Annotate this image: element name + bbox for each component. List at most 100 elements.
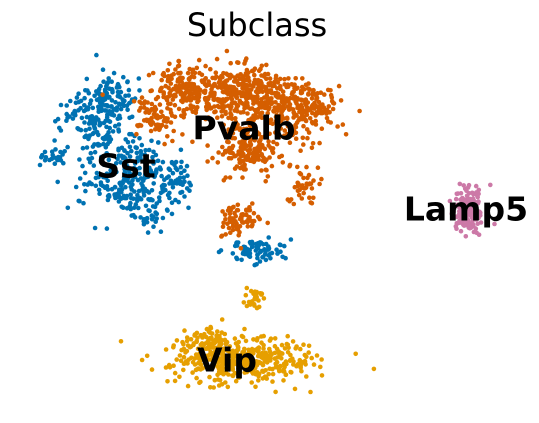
point-sst [110, 129, 116, 134]
point-pvalb [246, 216, 251, 222]
point-pvalb [296, 192, 302, 198]
point-sst [82, 103, 87, 108]
point-sst [176, 199, 181, 205]
point-pvalb [313, 111, 319, 117]
point-vip [174, 338, 180, 343]
point-sst [112, 123, 118, 129]
point-pvalb [247, 123, 253, 128]
point-lamp5 [474, 190, 479, 195]
point-sst [173, 159, 179, 165]
point-sst [131, 205, 137, 210]
point-sst [116, 187, 122, 193]
point-pvalb [313, 118, 319, 124]
point-sst [179, 189, 185, 195]
point-pvalb [312, 104, 318, 110]
point-vip [223, 370, 229, 376]
point-sst [83, 127, 88, 133]
point-sst [96, 132, 101, 138]
point-vip [270, 379, 275, 384]
point-vip [299, 361, 304, 366]
point-sst [77, 198, 82, 204]
point-pvalb [195, 105, 200, 110]
point-sst [88, 98, 94, 103]
point-vip [353, 351, 359, 357]
point-pvalb [165, 68, 171, 73]
point-pvalb [240, 220, 246, 225]
point-vip [270, 371, 276, 377]
point-pvalb [203, 116, 208, 122]
point-sst [115, 83, 120, 88]
point-pvalb [214, 74, 219, 79]
point-vip [275, 355, 280, 360]
point-pvalb [292, 86, 297, 91]
point-sst [86, 135, 92, 140]
point-pvalb [244, 212, 249, 218]
point-vip [304, 374, 309, 379]
point-pvalb [279, 113, 285, 119]
point-pvalb [245, 208, 251, 213]
point-pvalb [235, 73, 240, 78]
point-vip [213, 349, 218, 355]
point-pvalb [313, 122, 319, 127]
point-pvalb [139, 95, 145, 100]
point-vip [208, 385, 213, 390]
point-sst [37, 162, 43, 168]
point-lamp5 [464, 202, 470, 208]
point-pvalb [135, 123, 140, 128]
point-pvalb [206, 79, 211, 84]
point-pvalb [262, 146, 268, 152]
point-sst [117, 180, 122, 186]
point-pvalb [240, 212, 246, 217]
point-sst [85, 105, 91, 110]
point-pvalb [301, 142, 306, 147]
point-vip [215, 364, 220, 369]
point-lamp5 [453, 196, 459, 202]
point-pvalb [322, 92, 327, 97]
point-sst [120, 97, 125, 102]
point-vip [262, 374, 268, 380]
point-sst [89, 155, 95, 161]
point-pvalb [158, 86, 163, 92]
point-sst [156, 140, 161, 145]
point-pvalb [162, 117, 168, 123]
point-sst [247, 254, 253, 259]
point-pvalb [176, 70, 181, 76]
point-vip [253, 384, 258, 390]
point-pvalb [223, 232, 228, 237]
point-pvalb [181, 108, 187, 113]
point-pvalb [161, 91, 166, 97]
point-pvalb [357, 108, 362, 114]
point-pvalb [142, 105, 147, 110]
point-sst [104, 151, 109, 156]
point-pvalb [240, 143, 245, 148]
point-pvalb [290, 132, 295, 138]
point-pvalb [179, 113, 184, 119]
point-vip [371, 366, 377, 372]
point-pvalb [179, 98, 184, 104]
point-pvalb [293, 76, 299, 81]
point-sst [80, 163, 85, 169]
point-pvalb [171, 128, 176, 134]
point-pvalb [157, 102, 163, 107]
point-pvalb [299, 98, 305, 103]
point-pvalb [237, 229, 242, 235]
point-pvalb [219, 234, 224, 239]
point-sst [155, 158, 161, 164]
point-pvalb [250, 201, 255, 206]
point-vip [212, 340, 218, 345]
point-pvalb [165, 76, 171, 81]
point-sst [102, 97, 108, 102]
point-vip [172, 378, 178, 384]
point-pvalb [316, 99, 322, 105]
point-vip [250, 364, 255, 370]
point-sst [64, 103, 69, 108]
point-sst [101, 162, 107, 168]
point-vip [230, 348, 236, 354]
point-pvalb [312, 100, 317, 106]
point-lamp5 [463, 234, 469, 239]
point-pvalb [230, 135, 235, 141]
point-vip [236, 361, 242, 367]
point-vip [259, 354, 264, 360]
point-pvalb [324, 115, 330, 121]
point-sst [143, 148, 148, 153]
